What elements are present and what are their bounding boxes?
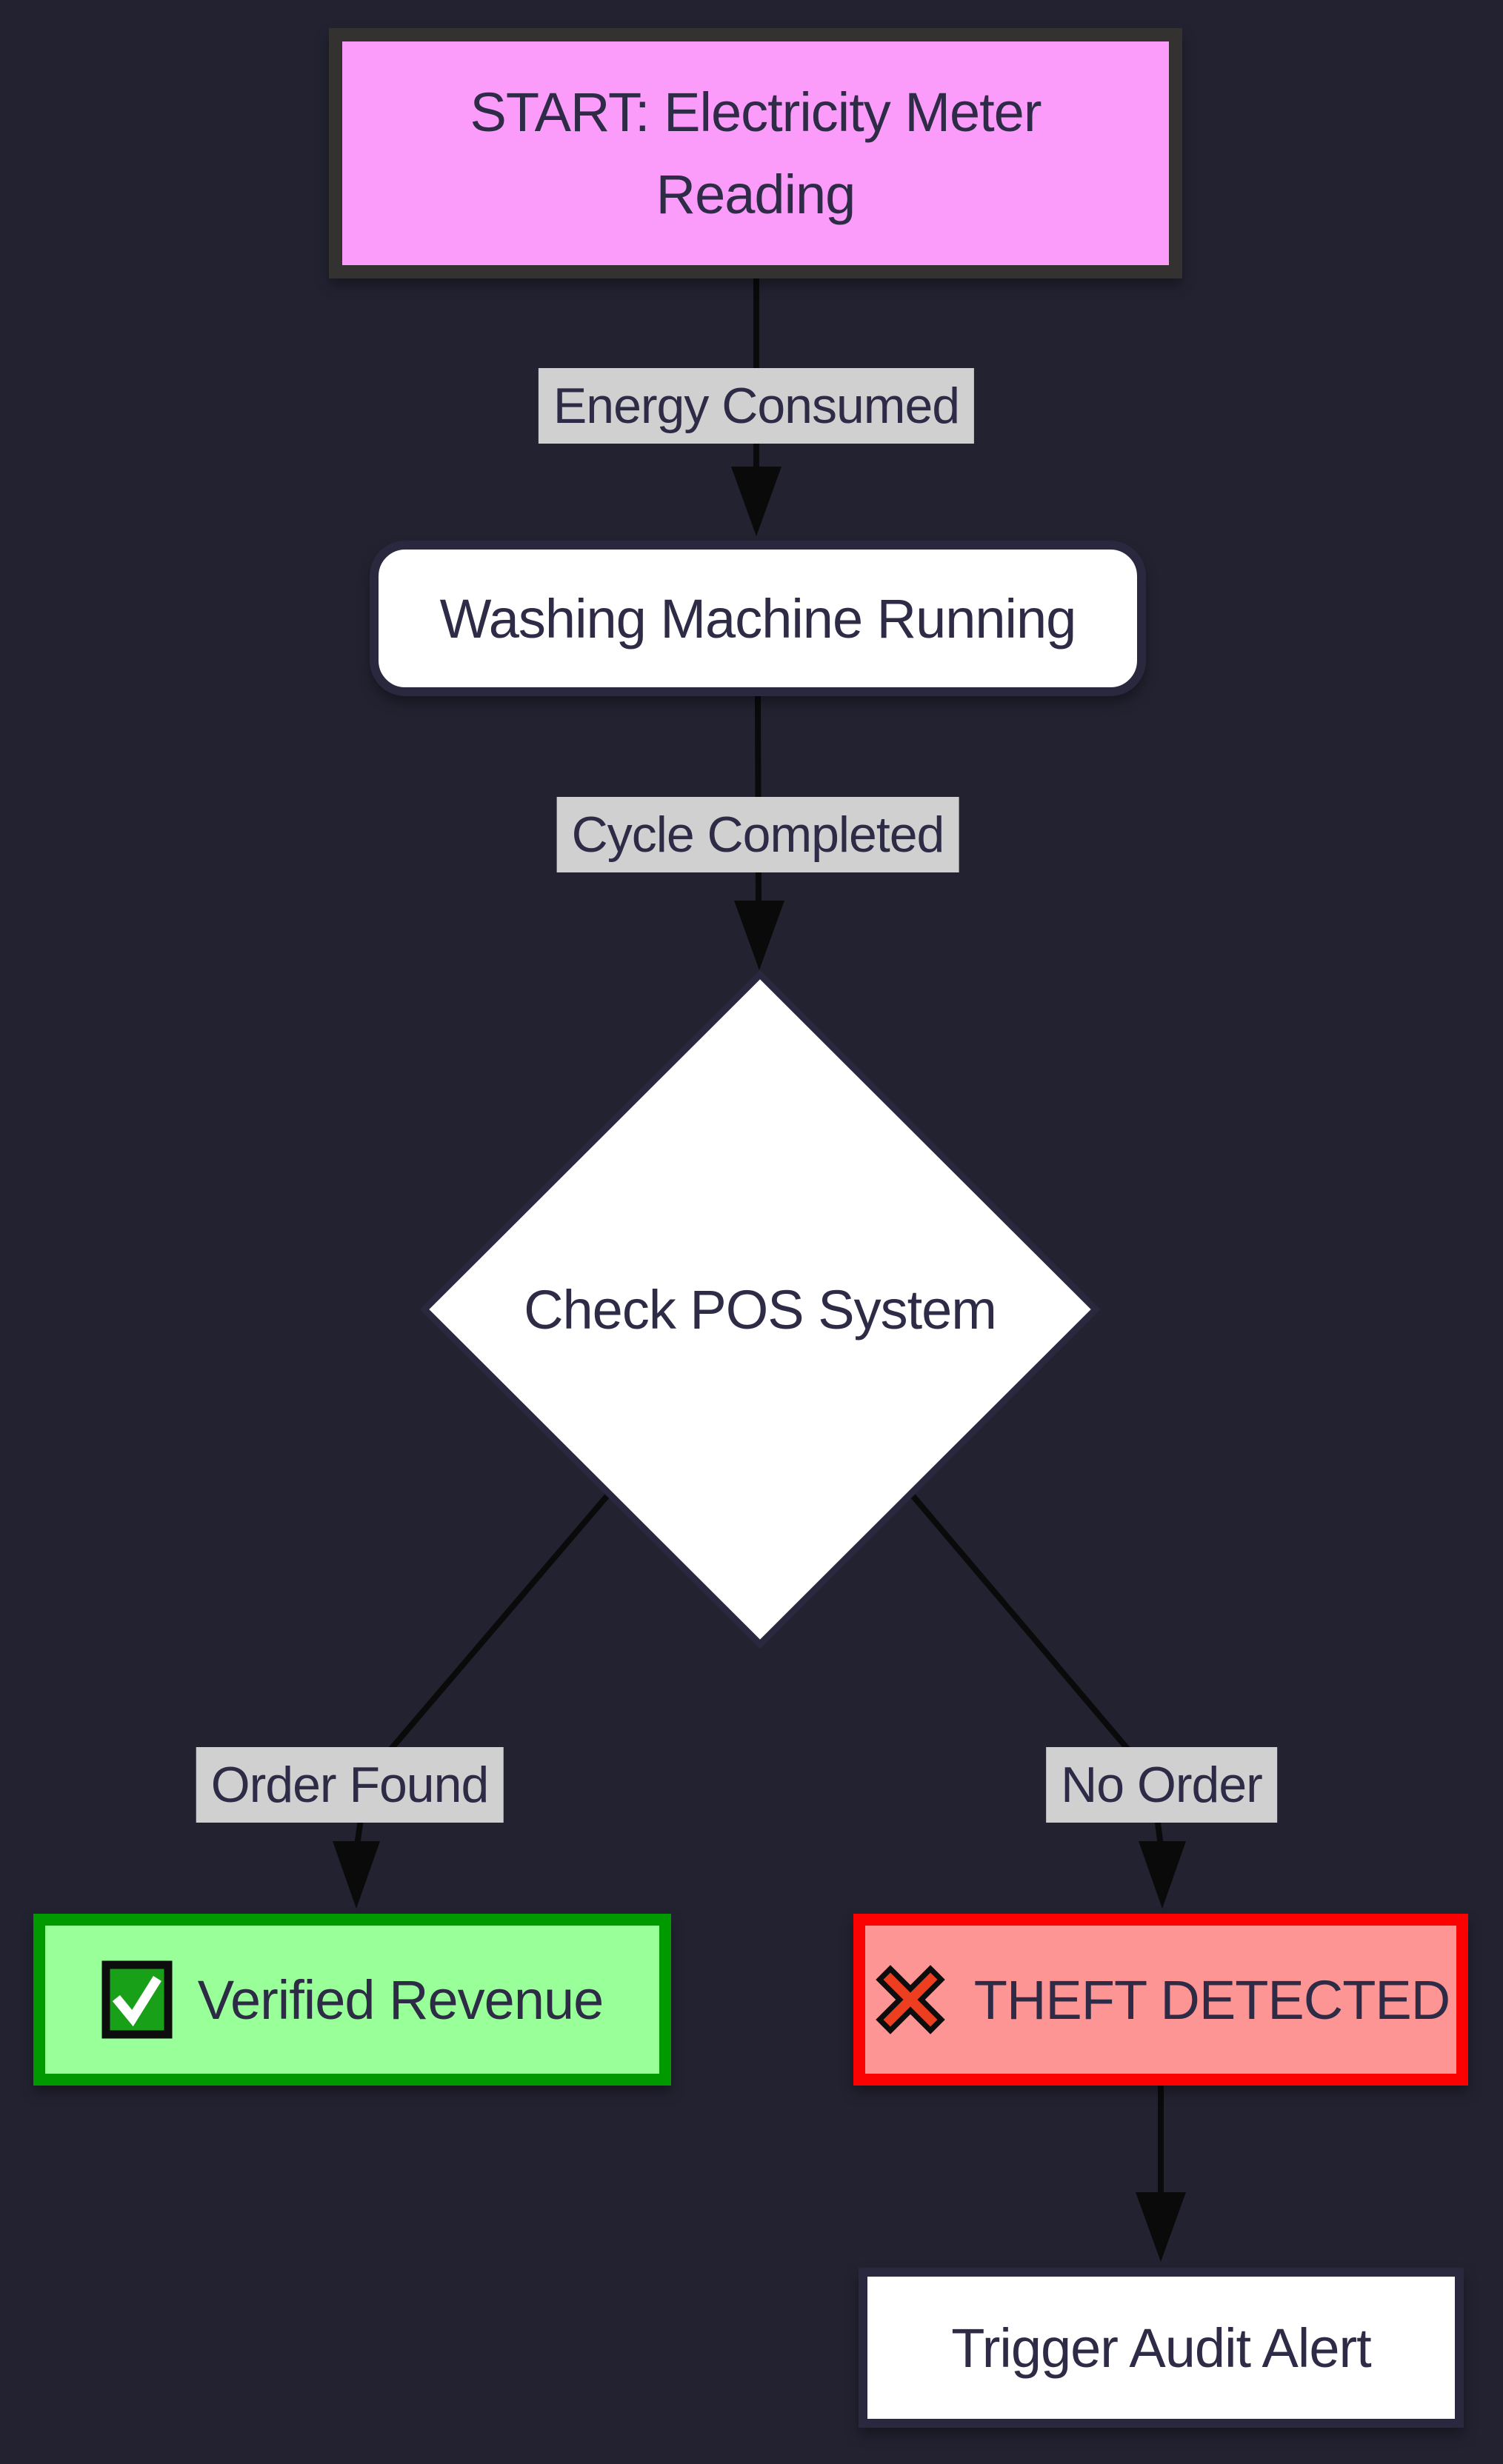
edge-label-order-found-text: Order Found [210,1757,490,1813]
edge-checkpos-verified-arrowhead [333,1841,380,1909]
edge-washing-checkpos-arrowhead [734,901,784,970]
edge-checkpos-theft-arrowhead [1139,1841,1186,1909]
node-theft-detected-label: THEFT DETECTED [973,1969,1450,2031]
edge-label-cycle-completed-text: Cycle Completed [571,807,945,863]
node-start: START: Electricity Meter Reading [329,28,1182,278]
edge-label-energy-consumed-text: Energy Consumed [553,378,960,434]
node-check-pos-label-container: Check POS System [427,1235,1093,1383]
node-check-pos-diamond-shape [419,969,1101,1649]
node-trigger-audit-alert: Trigger Audit Alert [859,2268,1464,2428]
node-washing-machine-label: Washing Machine Running [439,587,1077,650]
edge-theft-trigger-arrowhead [1136,2192,1186,2262]
edge-start-washing-arrowhead [731,467,782,536]
check-mark-icon [101,1960,173,2039]
node-check-pos-label: Check POS System [524,1278,997,1340]
node-theft-detected: THEFT DETECTED [853,1914,1468,2086]
edge-label-no-order: No Order [1046,1747,1277,1823]
edge-label-no-order-text: No Order [1061,1757,1263,1813]
node-washing-machine: Washing Machine Running [370,541,1146,696]
edge-label-energy-consumed: Energy Consumed [538,368,975,444]
node-verified-revenue: Verified Revenue [33,1914,671,2086]
cross-mark-icon [876,1965,945,2034]
node-verified-revenue-label: Verified Revenue [197,1969,604,2031]
edge-label-order-found: Order Found [196,1747,504,1823]
node-trigger-audit-alert-label: Trigger Audit Alert [951,2317,1371,2379]
edge-label-cycle-completed: Cycle Completed [556,797,959,872]
node-start-label: START: Electricity Meter Reading [470,81,1042,225]
